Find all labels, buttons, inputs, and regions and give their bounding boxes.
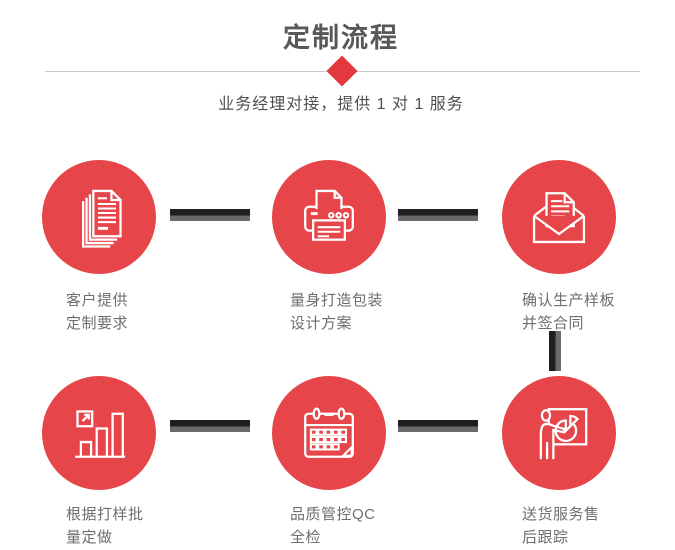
step-label-4: 根据打样批 量定做 — [66, 506, 144, 546]
documents-icon — [65, 183, 133, 251]
step-label-5: 品质管控QC 全检 — [290, 506, 376, 546]
step-circle-5 — [272, 376, 386, 490]
step-circle-1 — [42, 160, 156, 274]
step-label-1: 客户提供 定制要求 — [66, 292, 129, 332]
connector-step4-step5 — [170, 420, 250, 432]
step-circle-2 — [272, 160, 386, 274]
step-circle-3 — [502, 160, 616, 274]
step-circle-6 — [502, 376, 616, 490]
page-subtitle: 业务经理对接，提供 1 对 1 服务 — [218, 96, 464, 113]
diamond-accent — [326, 55, 358, 87]
connector-step5-step6 — [398, 420, 478, 432]
page-title: 定制流程 — [283, 23, 399, 53]
connector-step1-step2 — [170, 209, 250, 221]
bar-chart-icon — [65, 399, 133, 467]
envelope-icon — [525, 183, 593, 251]
calendar-icon — [295, 399, 363, 467]
connector-step2-step3 — [398, 209, 478, 221]
presentation-icon — [525, 399, 593, 467]
step-circle-4 — [42, 376, 156, 490]
printer-icon — [295, 183, 363, 251]
step-label-2: 量身打造包装 设计方案 — [290, 292, 384, 332]
connector-step3-step6 — [549, 331, 561, 371]
step-label-6: 送货服务售 后跟踪 — [522, 506, 600, 546]
step-label-3: 确认生产样板 并签合同 — [522, 292, 616, 332]
